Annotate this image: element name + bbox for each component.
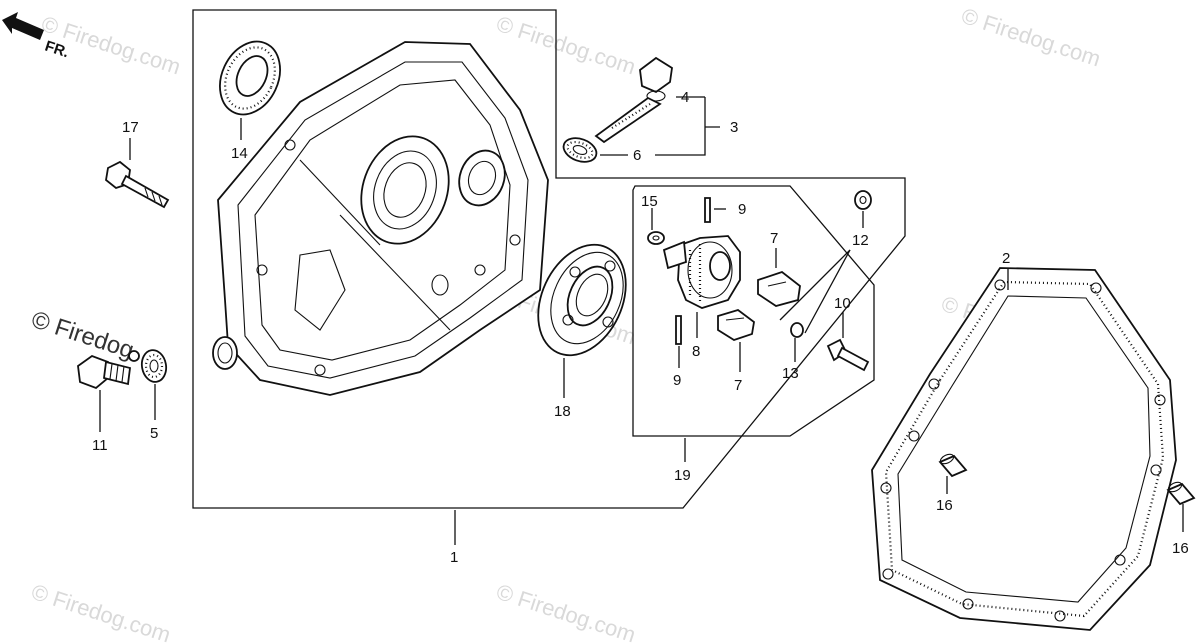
pin-9-lower <box>675 315 682 368</box>
callout-3: 3 <box>730 119 738 136</box>
dipstick-4 <box>594 56 705 144</box>
watermark: © Firedog.com <box>958 3 1103 71</box>
callout-5: 5 <box>150 425 158 442</box>
crankcase-cover <box>212 41 549 396</box>
flange-bolt-17 <box>105 138 170 209</box>
watermark: © Firedog <box>28 306 137 364</box>
callout-1: 1 <box>450 549 458 566</box>
callout-labels: 1 2 3 4 5 6 7 7 8 9 9 10 11 12 13 14 15 … <box>92 89 1189 566</box>
callout-6: 6 <box>633 147 641 164</box>
governor-weight-7-lower <box>717 309 755 372</box>
callout-7-lower: 7 <box>734 377 742 394</box>
front-direction-indicator: FR. <box>2 12 71 61</box>
watermark: © Firedog.com <box>493 579 638 643</box>
o-ring-6 <box>562 137 628 163</box>
governor-shaft-10 <box>826 312 870 372</box>
callout-16-inner: 16 <box>936 497 953 514</box>
governor-assembly-boundary-19 <box>632 185 875 437</box>
callout-13: 13 <box>782 365 799 382</box>
oil-seal-14 <box>219 40 281 140</box>
watermark: © Firedog.com <box>493 11 638 79</box>
washer-12 <box>779 190 872 334</box>
gasket-2 <box>871 267 1177 631</box>
oil-drain-bolt-11 <box>77 354 131 432</box>
watermark: © Firedog.com <box>28 579 173 643</box>
direction-label: FR. <box>43 38 71 62</box>
callout-16-outer: 16 <box>1172 540 1189 557</box>
sealing-washer-5 <box>128 349 168 420</box>
callout-11: 11 <box>92 437 108 454</box>
washer-15 <box>647 208 665 245</box>
clip-13 <box>790 322 804 362</box>
callout-10: 10 <box>834 295 851 312</box>
callout-4: 4 <box>681 89 689 106</box>
callout-17: 17 <box>122 119 139 136</box>
arrow-left-icon <box>2 12 44 40</box>
callout-9-lower: 9 <box>673 372 681 389</box>
callout-18: 18 <box>554 403 571 420</box>
governor-weight-7-upper <box>757 248 801 307</box>
callout-8: 8 <box>692 343 700 360</box>
group-bracket-3 <box>655 97 720 156</box>
dowel-pin-16-inner <box>938 453 968 494</box>
callout-15: 15 <box>641 193 658 210</box>
callout-9-upper: 9 <box>738 201 746 218</box>
callout-14: 14 <box>231 145 248 162</box>
governor-gear-8 <box>662 235 741 338</box>
callout-7-upper: 7 <box>770 230 778 247</box>
callout-12: 12 <box>852 232 869 249</box>
dowel-pin-16-outer <box>1166 481 1196 532</box>
callout-2: 2 <box>1002 250 1010 267</box>
assembly-boundary-1 <box>192 9 906 509</box>
pin-9-upper <box>704 197 726 223</box>
callout-19: 19 <box>674 467 691 484</box>
ball-bearing-18 <box>537 243 627 398</box>
